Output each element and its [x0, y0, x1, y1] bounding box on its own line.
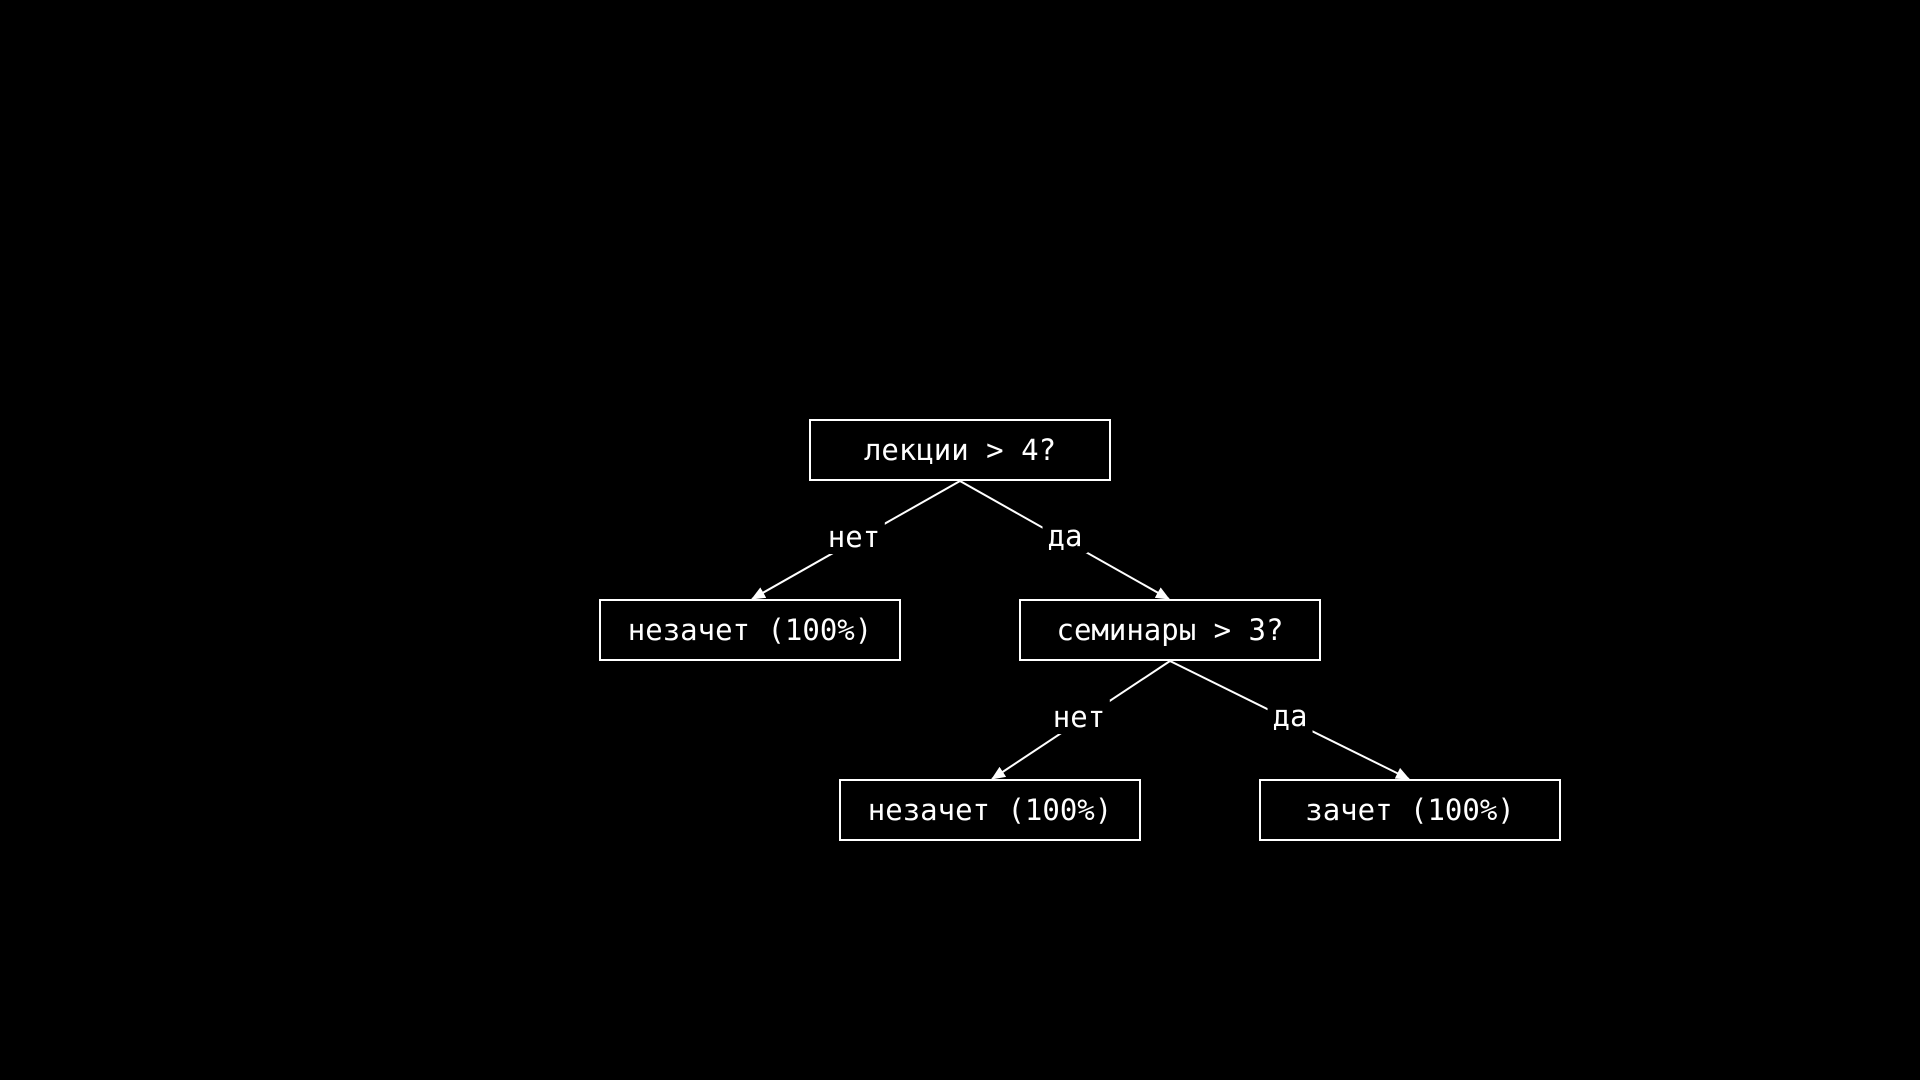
- node-mid-leaf-fail: незачет (100%): [839, 779, 1141, 841]
- node-left-leaf-fail: незачет (100%): [599, 599, 901, 661]
- node-right-leaf-pass: зачет (100%): [1259, 779, 1561, 841]
- edge-label-seminars-yes: да: [1267, 699, 1313, 733]
- edge-label-root-yes: да: [1042, 519, 1088, 553]
- edge-label-seminars-no: нет: [1047, 700, 1111, 734]
- node-root-lectures: лекции > 4?: [809, 419, 1111, 481]
- edge-label-root-no: нет: [822, 520, 886, 554]
- node-seminars: семинары > 3?: [1019, 599, 1321, 661]
